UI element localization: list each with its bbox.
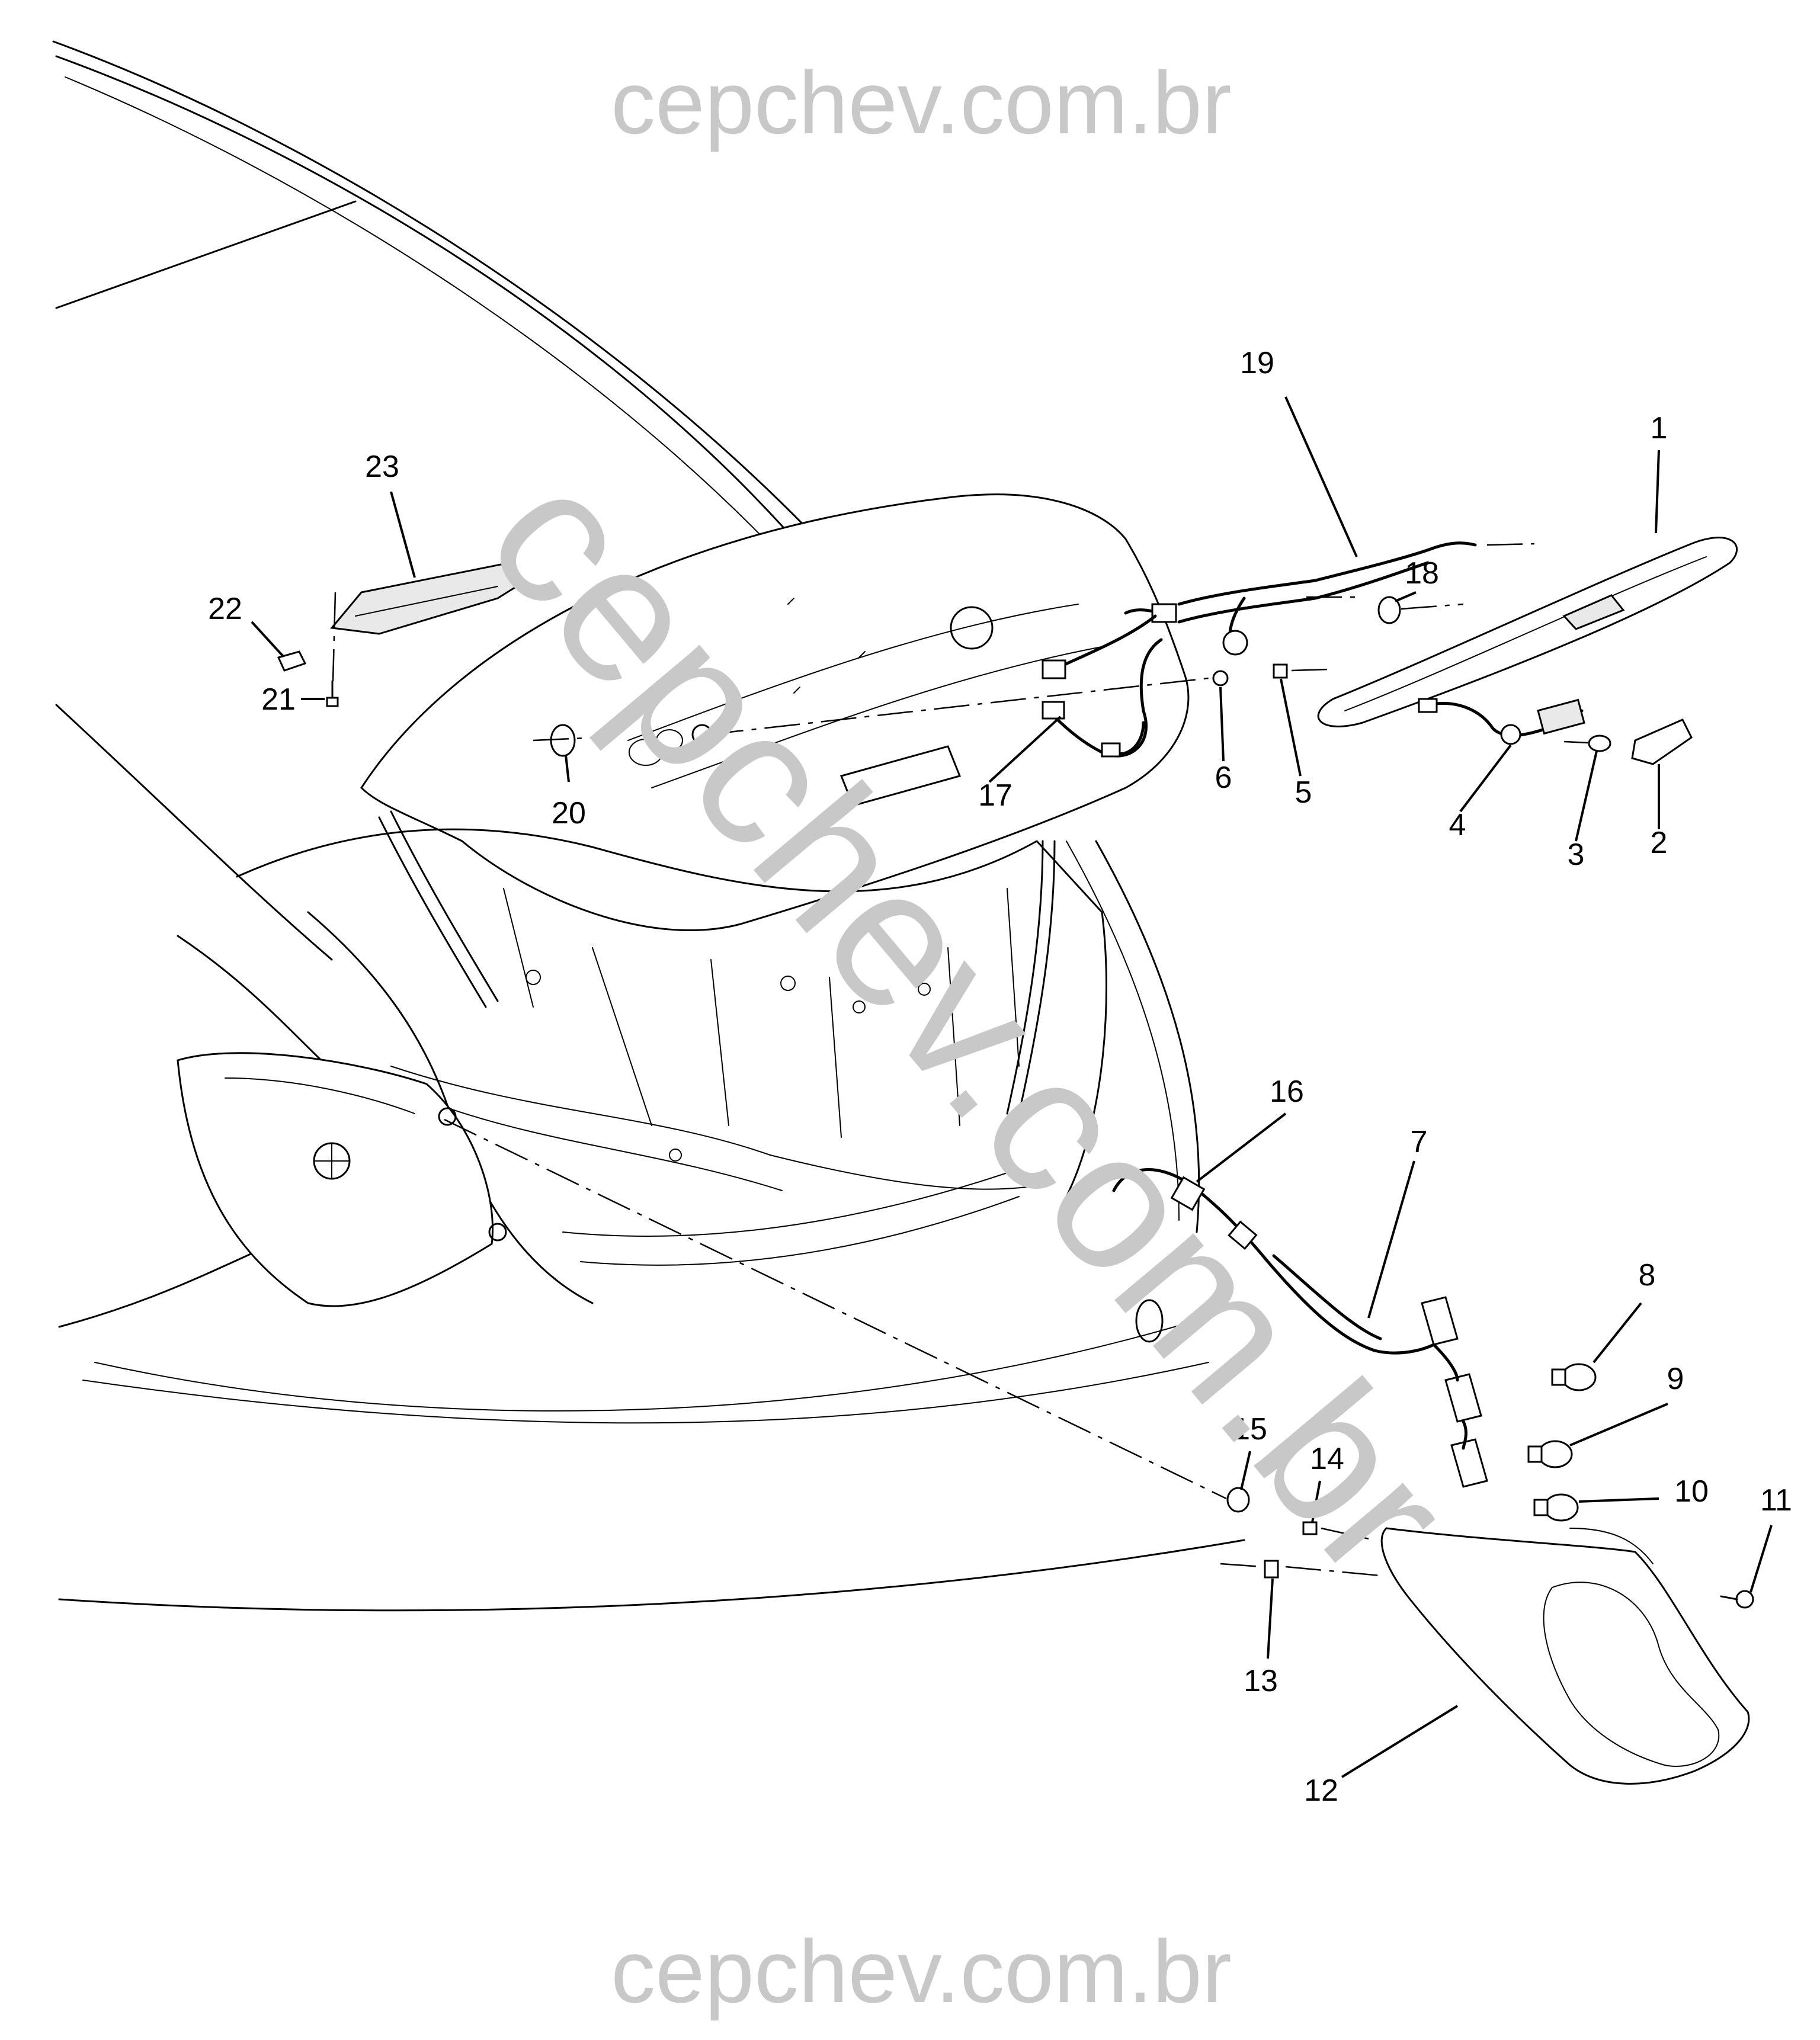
grommet-18 [1377,596,1401,624]
callout-labels: 1 2 3 4 5 6 7 8 9 10 11 12 13 14 15 16 1… [208,346,1792,1808]
callout-16: 16 [1270,1074,1304,1109]
vehicle-body [52,40,1245,1612]
callout-22: 22 [208,592,242,626]
callout-11: 11 [1760,1483,1792,1518]
trunk-harness-17 [1053,638,1163,758]
callout-3: 3 [1568,838,1585,872]
bulb-3 [1588,734,1611,752]
tail-lamp-sockets [1421,1296,1488,1488]
chmsl-lamp [330,562,523,635]
callout-20: 20 [552,796,586,830]
watermark: cepchev.com.br cepchev.com.br cepchev.co… [447,53,1493,2021]
screw-11 [1720,1590,1754,1609]
grommet-15 [1226,1487,1250,1513]
grommet-20 [550,724,576,757]
tail-lamp-harness [1112,1168,1436,1355]
callout-15: 15 [1233,1412,1267,1446]
callout-12: 12 [1304,1773,1338,1808]
bulbs-8-9-10 [1527,1363,1597,1522]
tail-lamp-assembly [1380,1527,1750,1785]
callout-13: 13 [1244,1664,1278,1698]
washer-6 [1212,670,1229,687]
callout-21: 21 [261,682,296,717]
callout-1: 1 [1651,411,1668,445]
stud-14 [1302,1521,1318,1535]
callout-5: 5 [1295,775,1312,810]
nut-clip [277,650,307,672]
screw-21 [326,680,339,707]
nut-5 [1273,663,1288,679]
callout-6: 6 [1215,761,1232,795]
callout-2: 2 [1651,826,1668,860]
callout-14: 14 [1310,1442,1344,1476]
trunk-wiring-harness [1177,541,1477,606]
leader-lines [251,396,1773,1778]
callout-19: 19 [1240,346,1274,380]
watermark-bottom: cepchev.com.br [611,1922,1232,2021]
watermark-top: cepchev.com.br [611,53,1232,152]
nut-13 [1264,1560,1279,1579]
callout-10: 10 [1674,1474,1709,1509]
callout-17: 17 [978,778,1012,813]
callout-8: 8 [1639,1258,1656,1292]
callout-9: 9 [1667,1362,1684,1396]
callout-23: 23 [365,450,399,484]
callout-4: 4 [1449,808,1466,842]
alignment-lines [332,543,1588,1577]
license-lamp-lens [1631,719,1693,765]
callout-7: 7 [1411,1125,1428,1159]
callout-18: 18 [1405,556,1439,591]
applique-lamp-assembly [1317,537,1738,727]
